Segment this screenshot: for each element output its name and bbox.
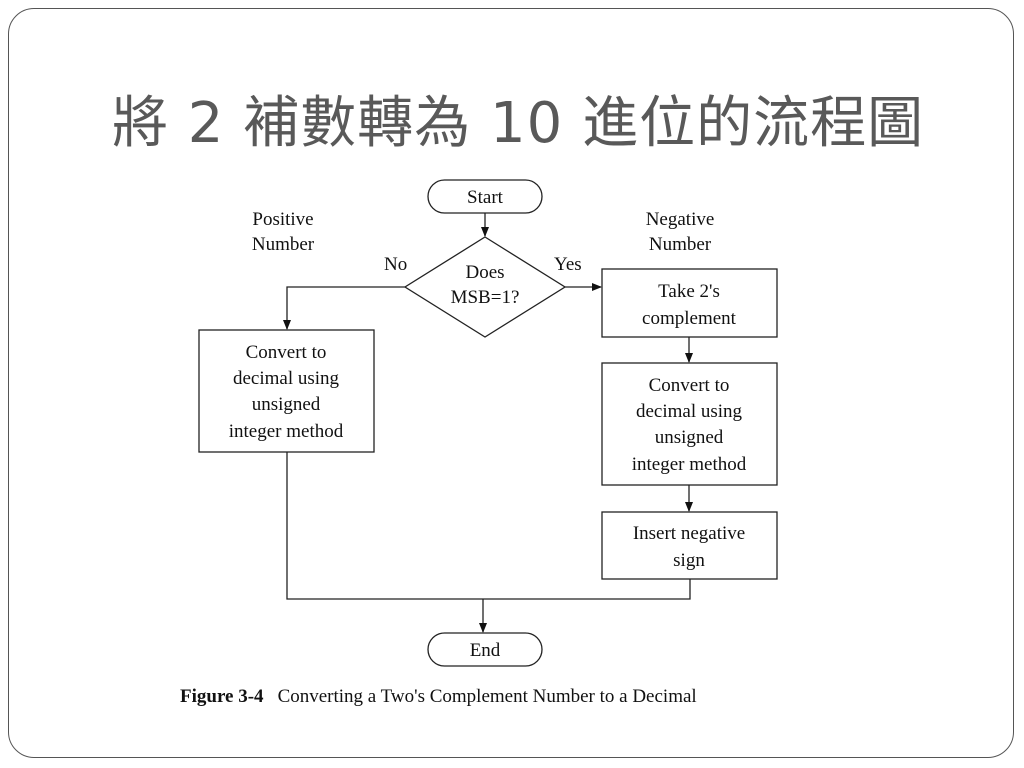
left-convert-box xyxy=(198,329,375,453)
positive-number-label-1: Positive xyxy=(252,209,313,230)
complement-line-1: Take 2's xyxy=(658,281,720,302)
right-convert-line-1: Convert to xyxy=(649,375,730,396)
connector-no-branch xyxy=(283,286,405,330)
complement-line-2: complement xyxy=(642,308,737,329)
figure-caption-text: Converting a Two's Complement Number to … xyxy=(277,686,697,707)
right-convert-line-2: decimal using xyxy=(636,401,743,422)
left-convert-line-1: Convert to xyxy=(246,342,327,363)
negative-sign-line-1: Insert negative xyxy=(633,523,745,544)
end-label: End xyxy=(470,640,501,661)
figure-caption: Figure 3-4 Converting a Two's Complement … xyxy=(180,686,697,708)
decision-line-1: Does xyxy=(465,262,504,283)
no-label: No xyxy=(384,254,407,275)
decision-diamond xyxy=(403,236,567,338)
right-convert-line-4: integer method xyxy=(632,454,747,475)
figure-number: Figure 3-4 xyxy=(180,686,264,707)
yes-label: Yes xyxy=(554,254,582,275)
decision-line-2: MSB=1? xyxy=(451,287,520,308)
end-terminal xyxy=(427,632,543,667)
positive-number-label-2: Number xyxy=(252,234,315,255)
start-label: Start xyxy=(467,187,504,208)
negative-number-label-1: Negative xyxy=(646,209,715,230)
negative-sign-line-2: sign xyxy=(673,550,705,571)
left-convert-line-2: decimal using xyxy=(233,368,340,389)
complement-box xyxy=(601,268,778,338)
right-convert-line-3: unsigned xyxy=(655,427,724,448)
negative-sign-box xyxy=(601,511,778,580)
left-convert-line-3: unsigned xyxy=(252,394,321,415)
connector-left-merge xyxy=(286,452,691,600)
negative-number-label-2: Number xyxy=(649,234,712,255)
slide-title: 將 2 補數轉為 10 進位的流程圖 xyxy=(112,91,925,156)
left-convert-line-4: integer method xyxy=(229,421,344,442)
